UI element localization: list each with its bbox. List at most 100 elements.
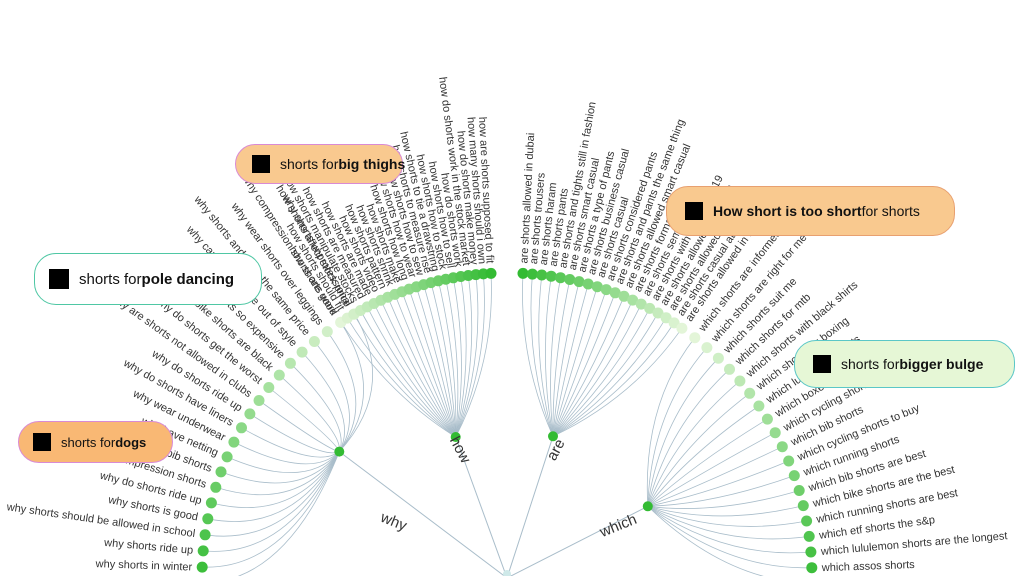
pill-dogs[interactable]: shorts for dogs [18,421,173,463]
leaf-dot[interactable] [724,363,735,375]
leaf-link [552,303,642,437]
leaf-dot[interactable] [253,395,265,406]
branch-dot[interactable] [450,432,461,442]
leaf-dot[interactable] [676,322,688,334]
leaf-dot[interactable] [517,267,529,279]
leaf-dot[interactable] [215,466,227,478]
leaf-dot[interactable] [627,294,639,306]
leaf-dot[interactable] [668,317,680,329]
leaf-link [233,441,340,465]
leaf-dot[interactable] [210,481,222,493]
leaf-dot[interactable] [788,470,800,482]
leaf-dot[interactable] [644,302,656,314]
leaf-dot[interactable] [689,332,701,344]
leaf-dot[interactable] [797,500,809,512]
leaf-link [430,282,457,438]
pill-prefix: shorts for [841,356,900,372]
leaf-dot[interactable] [712,352,724,364]
leaf-label[interactable]: which assos shorts [821,559,916,574]
leaf-dot[interactable] [660,312,672,324]
leaf-dot[interactable] [769,427,781,439]
leaf-dot[interactable] [308,336,320,347]
leaf-dot[interactable] [244,408,256,420]
leaf-dot[interactable] [734,375,746,387]
leaf-dot[interactable] [221,451,233,463]
leaf-link [552,312,659,437]
leaf-dot[interactable] [803,530,815,542]
leaf-dot[interactable] [635,298,647,310]
branch-link [338,451,506,576]
leaf-dot[interactable] [205,497,217,509]
pill-bigger-bulge[interactable]: shorts for bigger bulge [794,340,1015,388]
leaf-label[interactable]: why shorts ride up [103,537,194,557]
pill-how-short[interactable]: How short is too short for shorts [666,186,955,236]
square-icon [49,269,69,289]
pill-big-thighs[interactable]: shorts for big thighs [235,144,405,184]
leaf-dot[interactable] [618,290,630,302]
connector-lines [202,273,812,576]
leaf-dot[interactable] [573,276,585,288]
leaf-label[interactable]: why shorts in winter [94,558,192,573]
leaf-dot[interactable] [236,422,247,434]
leaf-dot[interactable] [321,326,333,338]
leaf-dot[interactable] [485,267,497,279]
leaf-link [552,299,634,437]
leaf-link [647,369,730,507]
leaf-link [647,505,812,569]
pill-keyword: pole dancing [141,270,235,288]
leaf-dot[interactable] [582,278,594,290]
leaf-link [552,281,580,437]
leaf-dot[interactable] [652,307,664,319]
pill-prefix: shorts for [280,156,339,172]
branch-label[interactable]: how [446,434,474,466]
leaf-dot[interactable] [609,287,621,299]
leaf-link [552,289,607,437]
leaf-dot[interactable] [202,513,214,525]
leaf-link [360,310,456,438]
branch-label[interactable]: which [596,511,639,542]
leaf-dot[interactable] [701,342,713,354]
leaf-dot[interactable] [284,357,296,369]
leaf-dot[interactable] [545,270,557,282]
branch-dot[interactable] [548,431,558,442]
branch-dot[interactable] [642,501,653,512]
leaf-link [416,286,457,438]
leaf-link [647,460,789,507]
pill-pole-dancing[interactable]: shorts for pole dancing [34,253,262,305]
leaf-dot[interactable] [783,455,795,467]
leaf-dot[interactable] [591,281,603,293]
leaf-dot[interactable] [273,369,285,381]
leaf-dot[interactable] [228,436,240,448]
leaf-link [455,274,479,438]
leaf-link [338,322,364,452]
leaf-link [339,313,373,452]
leaf-dot[interactable] [793,485,805,496]
leaf-dot[interactable] [296,346,308,358]
leaf-dot[interactable] [196,561,208,573]
leaf-link [408,288,457,438]
leaf-dot[interactable] [776,441,788,453]
leaf-dot[interactable] [744,387,756,399]
branch-label[interactable]: why [377,509,409,535]
branch-dot[interactable] [334,446,345,457]
leaf-dot[interactable] [564,274,576,285]
leaf-dot[interactable] [526,268,538,280]
leaf-dot[interactable] [753,400,765,412]
leaf-link [552,283,589,437]
leaf-dot[interactable] [263,382,275,393]
branch-link [507,436,554,576]
leaf-dot[interactable] [805,546,817,558]
leaf-dot[interactable] [806,562,818,574]
leaf-dot[interactable] [536,269,548,281]
leaf-dot[interactable] [199,529,211,541]
leaf-link [438,280,457,438]
leaf-dot[interactable] [761,413,773,425]
pill-keyword: dogs [115,434,147,450]
leaf-dot[interactable] [197,545,209,557]
leaf-dot[interactable] [801,515,813,527]
leaf-link [647,357,719,507]
leaf-link [340,321,456,438]
branch-label[interactable]: are [543,436,568,463]
leaf-dot[interactable] [600,284,612,296]
leaf-dot[interactable] [555,272,566,284]
